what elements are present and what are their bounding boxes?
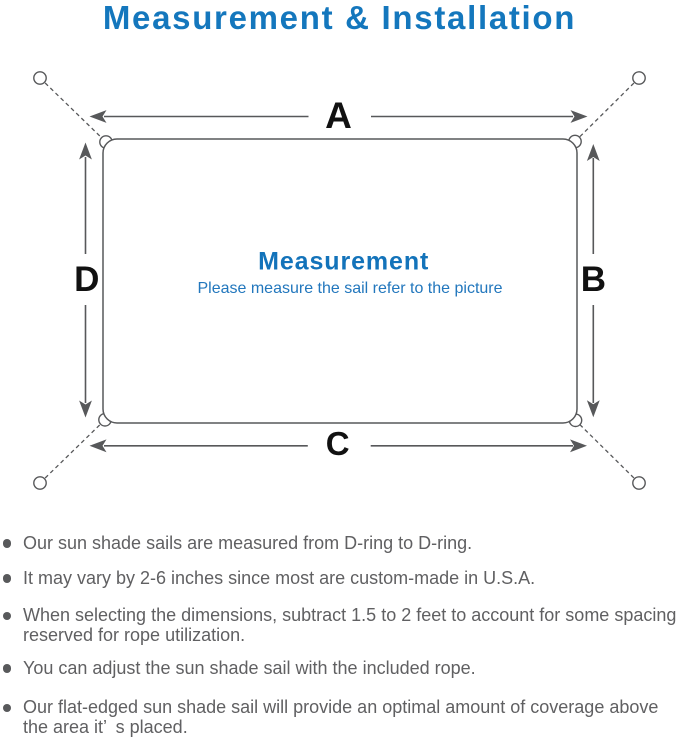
svg-text:B: B (581, 260, 606, 299)
svg-text:Please measure the sail refer: Please measure the sail refer to the pic… (197, 280, 502, 297)
svg-text:A: A (325, 95, 352, 136)
svg-text:D: D (74, 260, 99, 299)
svg-text:Measurement: Measurement (258, 248, 429, 276)
svg-text:C: C (326, 425, 350, 462)
